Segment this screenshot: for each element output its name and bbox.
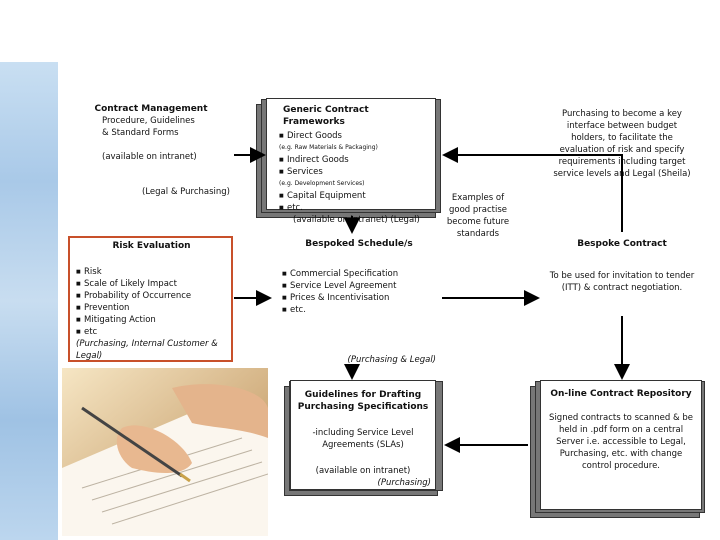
bespoke-contract-title: Bespoke Contract <box>577 239 667 249</box>
signing-contract-photo <box>62 368 268 536</box>
guidelines-box: Guidelines for Drafting Purchasing Speci… <box>290 380 436 490</box>
risk-item: Risk <box>76 266 227 278</box>
framework-item-indirect-goods: Indirect Goods <box>279 154 431 166</box>
guidelines-availability: (available on intranet) <box>315 466 411 476</box>
generic-frameworks-availability: (available on intranet) (Legal) <box>293 215 420 225</box>
contract-management-line2: & Standard Forms <box>102 128 179 138</box>
repository-body: Signed contracts to scanned & be held in… <box>549 413 693 471</box>
framework-item-direct-goods: Direct Goods <box>279 130 431 142</box>
risk-evaluation-title: Risk Evaluation <box>112 241 191 251</box>
bespoked-schedules-box: Bespoked Schedule/s Commercial Specifica… <box>272 234 440 365</box>
contract-management-box: Contract Management Procedure, Guideline… <box>70 100 232 210</box>
framework-note-services: (e.g. Development Services) <box>279 180 365 187</box>
risk-evaluation-list: RiskScale of Likely ImpactProbability of… <box>76 266 227 338</box>
contract-management-title: Contract Management <box>94 104 208 114</box>
framework-note-direct: (e.g. Raw Materials & Packaging) <box>279 144 378 151</box>
framework-item-services: Services <box>279 166 431 178</box>
bespoked-schedules-list: Commercial SpecificationService Level Ag… <box>282 268 436 316</box>
schedule-item: Service Level Agreement <box>282 280 436 292</box>
contract-management-line1: Procedure, Guidelines <box>102 116 195 126</box>
generic-frameworks-title: Generic Contract Frameworks <box>283 105 369 127</box>
guidelines-title: Guidelines for Drafting Purchasing Speci… <box>297 390 429 412</box>
bespoke-contract-body: To be used for invitation to tender (ITT… <box>549 271 695 293</box>
bespoked-schedules-title: Bespoked Schedule/s <box>305 239 413 249</box>
generic-frameworks-box: Generic Contract Frameworks Direct Goods… <box>266 98 436 225</box>
repository-box: On-line Contract Repository Signed contr… <box>540 380 702 510</box>
schedule-item: Commercial Specification <box>282 268 436 280</box>
framework-item-etc: etc. <box>279 202 431 214</box>
decorative-water-strip <box>0 62 58 540</box>
risk-item: Mitigating Action <box>76 314 227 326</box>
guidelines-body: -including Service Level Agreements (SLA… <box>312 428 414 450</box>
risk-item: Scale of Likely Impact <box>76 278 227 290</box>
risk-evaluation-owner: (Purchasing, Internal Customer & Legal) <box>76 339 218 361</box>
bespoke-contract-box: Bespoke Contract To be used for invitati… <box>540 234 704 314</box>
risk-item: etc <box>76 326 227 338</box>
risk-item: Probability of Occurrence <box>76 290 227 302</box>
framework-item-capital-equipment: Capital Equipment <box>279 190 431 202</box>
purchasing-interface-note: Purchasing to become a key interface bet… <box>553 109 691 179</box>
contract-management-owner: (Legal & Purchasing) <box>142 187 230 197</box>
examples-good-practise-note: Examples of good practise become future … <box>446 193 510 239</box>
repository-title: On-line Contract Repository <box>550 389 692 399</box>
bespoked-schedules-owner: (Purchasing & Legal) <box>347 355 436 365</box>
contract-management-availability: (available on intranet) <box>102 152 197 162</box>
schedule-item: etc. <box>282 304 436 316</box>
risk-evaluation-box: Risk Evaluation RiskScale of Likely Impa… <box>68 236 233 362</box>
guidelines-owner: (Purchasing) <box>377 478 431 488</box>
risk-item: Prevention <box>76 302 227 314</box>
schedule-item: Prices & Incentivisation <box>282 292 436 304</box>
